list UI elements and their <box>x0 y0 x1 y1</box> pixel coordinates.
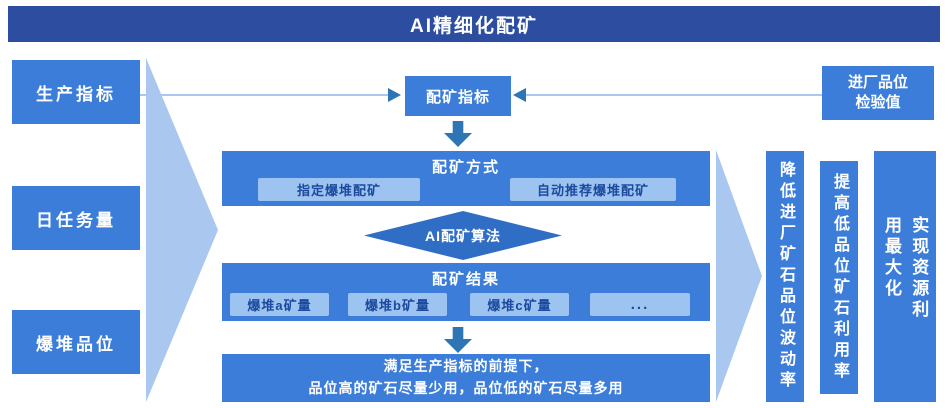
goal-statement-line1: 满足生产指标的前提下， <box>383 358 549 375</box>
diamond-ai-blending-algorithm: AI配矿算法 <box>364 211 562 260</box>
bar-improve-low-grade-utilization-label: 提高低品位矿石利用率 <box>831 172 848 383</box>
down-arrow-icon <box>444 121 472 147</box>
option-designated-pile-blending: 指定爆堆配矿 <box>258 178 420 201</box>
result-pile-c-volume: 爆堆c矿量 <box>470 293 569 316</box>
flow-triangle-left <box>146 58 218 402</box>
box-goal-statement: 满足生产指标的前提下， 品位高的矿石尽量少用，品位低的矿石尽量多用 <box>222 354 710 402</box>
panel-blending-result: 配矿结果 爆堆a矿量 爆堆b矿量 爆堆c矿量 ... <box>222 263 710 321</box>
panel-blending-result-title: 配矿结果 <box>431 271 500 288</box>
bar-improve-low-grade-utilization: 提高低品位矿石利用率 <box>820 161 858 394</box>
box-daily-task-volume: 日任务量 <box>12 186 140 250</box>
connector-line-right <box>526 94 822 96</box>
flow-triangle-right <box>716 150 762 402</box>
result-pile-a-volume: 爆堆a矿量 <box>230 293 329 316</box>
connector-line-left <box>140 94 388 96</box>
bar-maximize-resource-utilization-label: 实现资源利用最大化 <box>882 215 929 321</box>
down-arrow-icon <box>444 327 472 353</box>
option-designated-pile-blending-label: 指定爆堆配矿 <box>296 183 381 198</box>
box-blending-target-label: 配矿指标 <box>425 88 490 106</box>
result-pile-b-volume-label: 爆堆b矿量 <box>365 298 430 313</box>
box-daily-task-volume-label: 日任务量 <box>36 210 116 230</box>
box-incoming-grade-check: 进厂品位 检验值 <box>822 66 934 120</box>
box-blending-target: 配矿指标 <box>405 76 511 116</box>
goal-statement-line2: 品位高的矿石尽量少用，品位低的矿石尽量多用 <box>308 380 624 396</box>
box-production-indicators: 生产指标 <box>12 60 140 124</box>
panel-blending-method-title: 配矿方式 <box>431 159 500 176</box>
result-pile-b-volume: 爆堆b矿量 <box>348 293 447 316</box>
result-pile-c-volume-label: 爆堆c矿量 <box>487 298 552 313</box>
box-incoming-grade-check-label: 进厂品位 检验值 <box>847 73 908 111</box>
result-more-ellipsis-label: ... <box>630 296 650 313</box>
option-auto-recommended-pile-blending-label: 自动推荐爆堆配矿 <box>536 183 649 198</box>
panel-blending-method: 配矿方式 指定爆堆配矿 自动推荐爆堆配矿 <box>222 151 710 206</box>
box-production-indicators-label: 生产指标 <box>36 84 116 104</box>
box-pile-grade-label: 爆堆品位 <box>36 334 116 354</box>
bar-reduce-grade-fluctuation: 降低进厂矿石品位波动率 <box>766 151 804 402</box>
box-pile-grade: 爆堆品位 <box>12 310 140 374</box>
option-auto-recommended-pile-blending: 自动推荐爆堆配矿 <box>510 178 676 201</box>
result-pile-a-volume-label: 爆堆a矿量 <box>247 298 312 313</box>
title-bar: AI精细化配矿 <box>8 6 940 42</box>
arrow-right-icon <box>388 88 401 102</box>
bar-reduce-grade-fluctuation-label: 降低进厂矿石品位波动率 <box>777 161 794 392</box>
page-title: AI精细化配矿 <box>409 15 538 37</box>
arrow-left-icon <box>513 88 526 102</box>
result-more-ellipsis: ... <box>590 293 690 316</box>
bar-maximize-resource-utilization: 实现资源利用最大化 <box>874 151 936 402</box>
diamond-ai-blending-algorithm-label: AI配矿算法 <box>425 227 501 244</box>
